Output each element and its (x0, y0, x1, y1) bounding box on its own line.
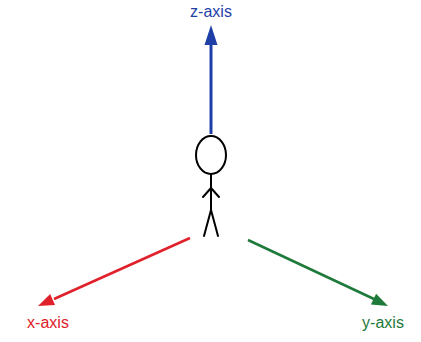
axis-label: x-axis (27, 314, 69, 332)
y-axis-line (248, 240, 374, 299)
axis-label: z-axis (190, 3, 232, 21)
stick-figure (196, 136, 226, 236)
axis-label: y-axis (362, 314, 404, 332)
x-axis-arrow (38, 238, 190, 306)
figure-leg (211, 210, 218, 236)
figure-leg (204, 210, 211, 236)
x-axis-head (38, 294, 55, 306)
figure-body (210, 174, 212, 210)
z-axis-line (210, 42, 213, 134)
z-axis-arrow (205, 25, 218, 134)
y-axis-head (371, 294, 388, 306)
figure-head (196, 136, 226, 174)
x-axis-line (54, 238, 190, 299)
y-axis-arrow (248, 240, 388, 306)
figure-arm (203, 188, 211, 197)
figure-arm (211, 188, 219, 197)
z-axis-head (205, 25, 218, 45)
